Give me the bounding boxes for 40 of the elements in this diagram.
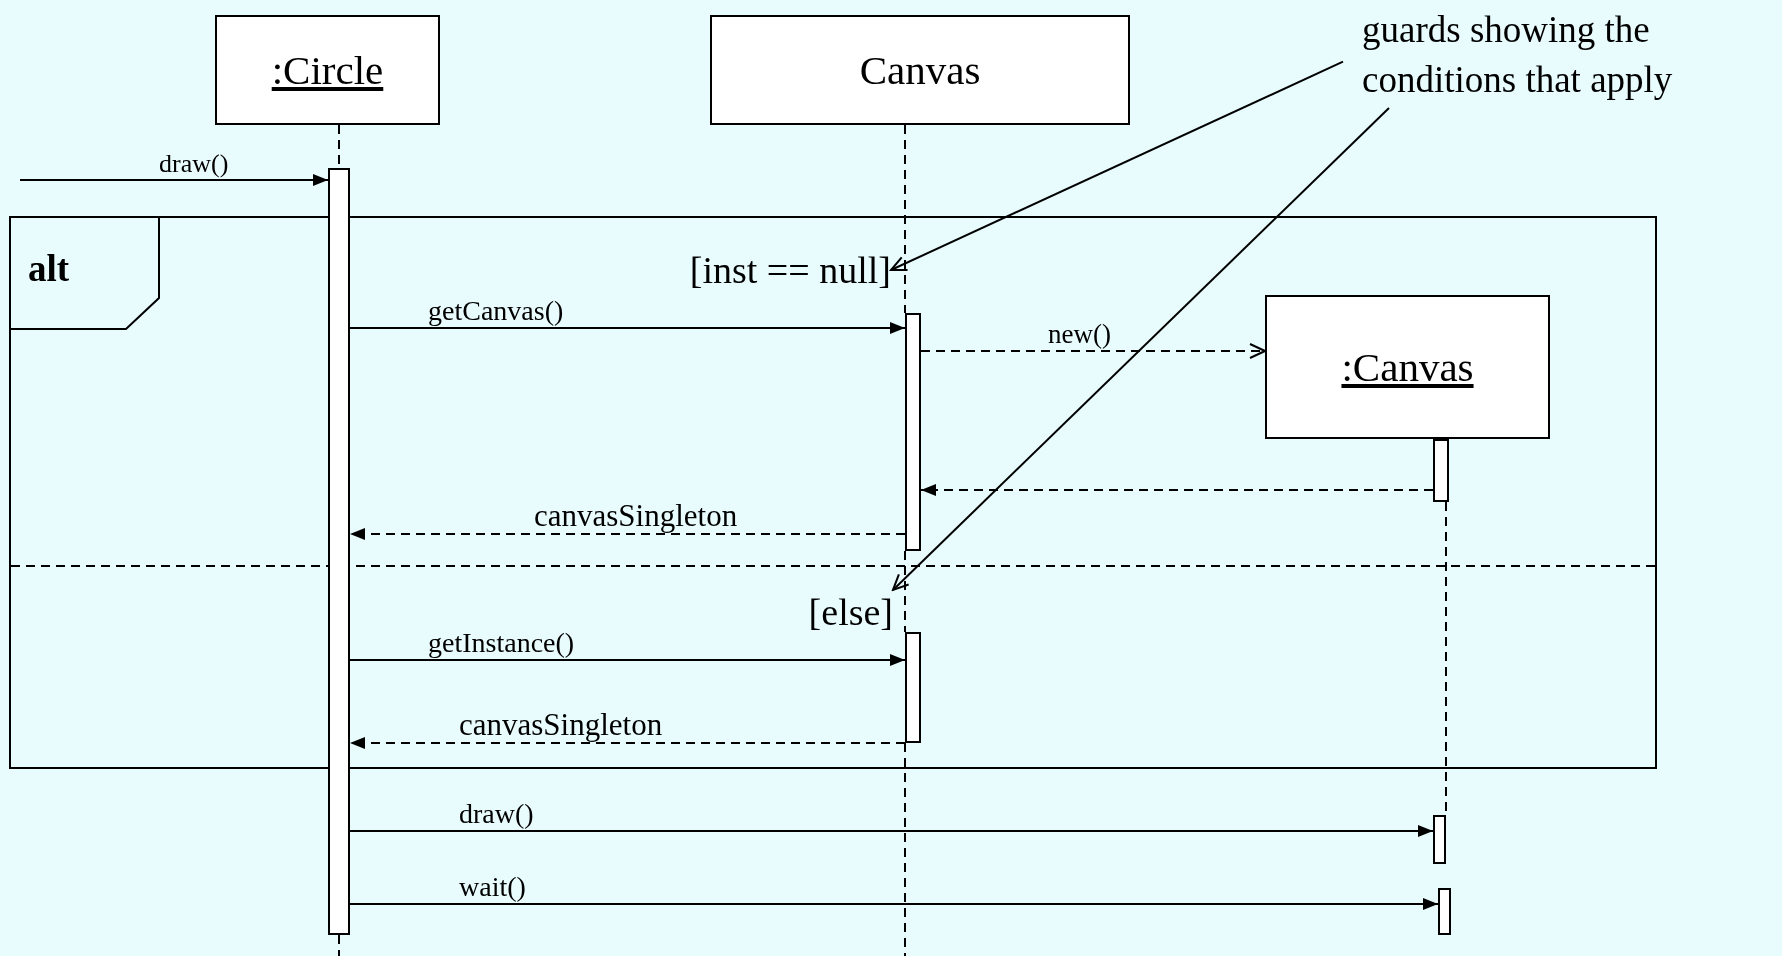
object-name: :Canvas — [1341, 343, 1474, 391]
activation-bar — [905, 313, 921, 551]
guard-condition: [inst == null] — [630, 246, 891, 294]
message-label: canvasSingleton — [459, 709, 663, 740]
lifeline — [338, 934, 340, 956]
message-label: new() — [1048, 321, 1111, 348]
lifeline-head — [215, 15, 440, 125]
lifeline — [904, 550, 906, 633]
leader-line — [892, 107, 1390, 591]
message-label: canvasSingleton — [534, 500, 738, 531]
activation-bar — [1438, 888, 1451, 935]
activation-bar — [1433, 815, 1446, 864]
lifeline-head — [710, 15, 1130, 125]
note-text: guards showing the conditions that apply — [1343, 5, 1773, 108]
activation-bar — [1433, 439, 1449, 502]
return-message-arrow — [349, 737, 906, 749]
message-label: getCanvas() — [428, 297, 564, 325]
message-label: wait() — [459, 873, 526, 901]
message-arrow — [349, 322, 906, 334]
object-name: :Circle — [271, 46, 384, 94]
return-message-arrow — [349, 528, 906, 540]
activation-bar — [328, 168, 350, 935]
activation-bar — [905, 632, 921, 743]
combined-fragment-frame — [9, 216, 1657, 769]
message-label: draw() — [159, 151, 229, 177]
lifeline — [904, 742, 906, 956]
guard-condition: [else] — [782, 588, 893, 636]
lifeline-head — [1265, 295, 1550, 439]
return-message-arrow — [920, 343, 1266, 359]
return-message-arrow — [920, 484, 1434, 496]
operator-label: alt — [28, 250, 70, 287]
message-arrow — [349, 825, 1434, 837]
message-arrow — [349, 654, 906, 666]
message-arrow — [19, 174, 329, 186]
message-label: draw() — [459, 800, 534, 828]
class-name: Canvas — [859, 46, 981, 94]
leader-line — [890, 60, 1344, 272]
message-arrow — [349, 898, 1439, 910]
lifeline — [904, 124, 906, 314]
message-label: getInstance() — [428, 629, 575, 657]
